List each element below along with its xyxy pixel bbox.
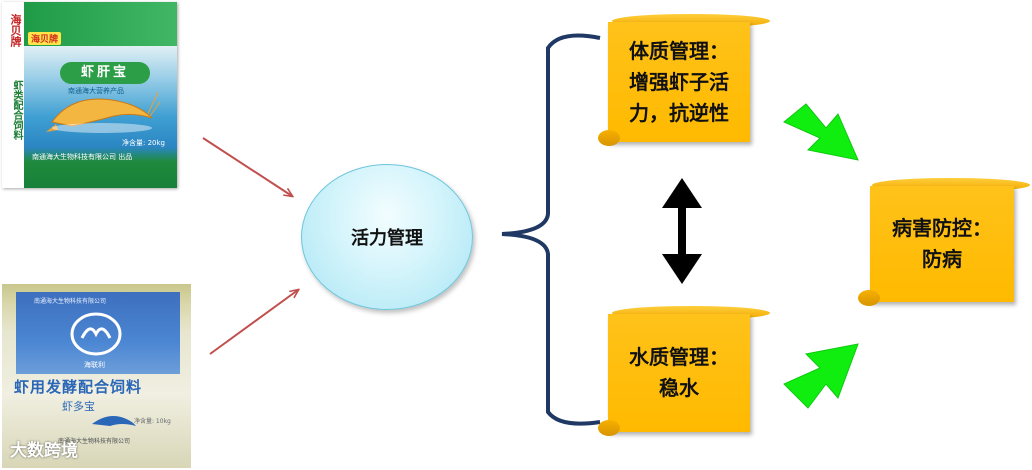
product-bag-shrimp-liver: 海贝牌 虾类配合饲料 海贝牌 虾肝宝 南通海大营养产品 净含量: 20kg 南通…	[2, 2, 177, 188]
brace-connector	[501, 33, 601, 426]
logo-icon	[70, 312, 122, 356]
shrimp-icon	[46, 91, 161, 133]
green-arrow-bottom-icon	[783, 343, 859, 409]
body-management-text: 体质管理： 增强虾子活 力，抗逆性	[629, 38, 729, 125]
arrow-bag2-to-center	[209, 290, 298, 355]
bag2-brand: 海联利	[84, 361, 105, 369]
scroll-curl	[858, 290, 880, 306]
arrow-bag1-to-center	[202, 137, 292, 196]
double-arrow-icon	[662, 178, 702, 284]
center-label: 活力管理	[351, 228, 423, 249]
scroll-curl	[598, 130, 620, 146]
scroll-body: 病害防控： 防病	[870, 186, 1014, 302]
bag-side-band	[2, 2, 24, 188]
shrimp-icon	[92, 416, 136, 426]
watermark-text: 大数跨境	[10, 441, 78, 461]
body-management-box: 体质管理： 增强虾子活 力，抗逆性	[598, 14, 770, 146]
bag-product-name: 虾肝宝	[60, 62, 150, 84]
disease-control-text: 病害防控： 防病	[892, 216, 992, 271]
bag2-maker: 南通海大生物科技有限公司	[58, 438, 131, 445]
water-management-text: 水质管理： 稳水	[629, 345, 729, 400]
scroll-body: 体质管理： 增强虾子活 力，抗逆性	[608, 22, 750, 142]
bag-weight: 净含量: 20kg	[122, 139, 165, 147]
bag2-subtitle: 虾多宝	[62, 400, 95, 413]
bag-maker: 南通海大生物科技有限公司 出品	[32, 153, 133, 161]
bag-side-text-bottom: 虾类配合饲料	[11, 80, 22, 140]
bag2-title: 虾用发酵配合饲料	[14, 378, 143, 396]
green-arrow-top-icon	[783, 103, 859, 161]
scroll-body: 水质管理： 稳水	[608, 314, 750, 432]
vitality-management-node: 活力管理	[301, 164, 473, 310]
bag-side-text-top: 海贝牌	[9, 14, 22, 47]
scroll-curl	[598, 420, 620, 436]
bag2-net: 净含量: 10kg	[134, 418, 171, 425]
product-bag-fermented-feed: 南通海大生物科技有限公司 海联利 虾用发酵配合饲料 虾多宝 净含量: 10kg …	[2, 284, 191, 468]
bag-product-sub: 南通海大营养产品	[68, 87, 124, 95]
disease-control-box: 病害防控： 防病	[858, 178, 1032, 306]
bag-brand: 海贝牌	[28, 32, 62, 45]
bag2-top-text: 南通海大生物科技有限公司	[34, 298, 107, 305]
water-management-box: 水质管理： 稳水	[598, 306, 770, 436]
